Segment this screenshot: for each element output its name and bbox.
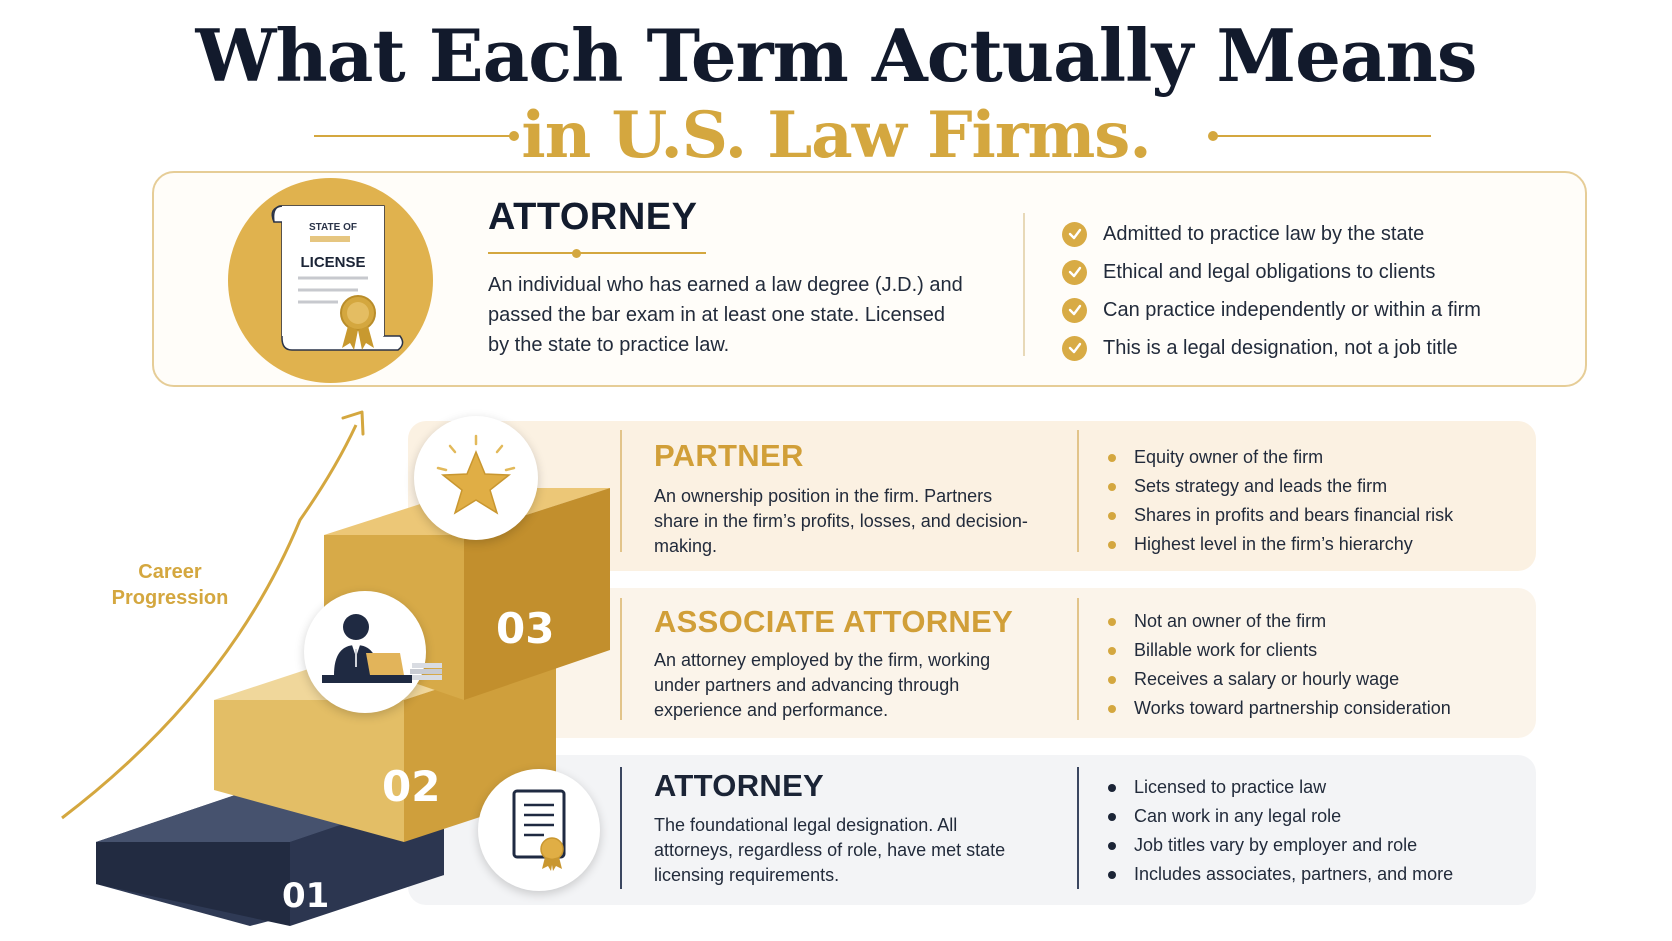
bullet-item: Equity owner of the firm	[1108, 443, 1453, 472]
document-seal-icon	[512, 789, 566, 871]
bullet-dot	[1108, 704, 1116, 713]
bullet-dot	[1108, 617, 1116, 626]
checklist-item: Can practice independently or within a f…	[1062, 291, 1481, 329]
bullet-dot	[1108, 453, 1116, 462]
title-dot-left	[509, 131, 519, 141]
bullet-item: Receives a salary or hourly wage	[1108, 665, 1451, 694]
bullet-text: Can work in any legal role	[1134, 806, 1342, 826]
license-certificate-icon	[271, 205, 404, 351]
bullet-item: Includes associates, partners, and more	[1108, 860, 1453, 889]
license-state-label: STATE OF	[309, 222, 357, 233]
associate-divider-right	[1077, 598, 1079, 720]
star-icon	[436, 434, 516, 515]
partner-bullets: Equity owner of the firm Sets strategy a…	[1108, 443, 1453, 559]
bullet-dot	[1108, 812, 1116, 821]
title-rule-right	[1213, 135, 1431, 137]
associate-icon-circle	[304, 591, 442, 713]
attorney-divider-left	[620, 767, 622, 889]
title-rule-left	[314, 135, 514, 137]
associate-bullets: Not an owner of the firm Billable work f…	[1108, 607, 1451, 723]
associate-heading: ASSOCIATE ATTORNEY	[654, 604, 1014, 639]
bullet-text: Job titles vary by employer and role	[1134, 835, 1418, 855]
bullet-dot	[1108, 783, 1116, 792]
step-number-01: 01	[282, 876, 330, 916]
bullet-text: Shares in profits and bears financial ri…	[1134, 505, 1454, 525]
page-title: What Each Term Actually Means	[195, 13, 1478, 98]
step-number-02: 02	[382, 762, 441, 811]
bullet-dot	[1108, 646, 1116, 655]
bullet-dot	[1108, 870, 1116, 879]
bullet-item: Licensed to practice law	[1108, 773, 1453, 802]
heading-underline-dot	[572, 249, 581, 258]
bullet-item: Works toward partnership consideration	[1108, 694, 1451, 723]
arrow-up-icon	[61, 424, 358, 820]
partner-icon-circle	[414, 416, 538, 540]
page-subtitle: in U.S. Law Firms.	[521, 98, 1151, 173]
bullet-text: Equity owner of the firm	[1134, 447, 1324, 467]
bullet-dot	[1108, 675, 1116, 684]
bullet-text: Billable work for clients	[1134, 640, 1318, 660]
checklist-item: Ethical and legal obligations to clients	[1062, 253, 1481, 291]
bullet-item: Sets strategy and leads the firm	[1108, 472, 1453, 501]
bullet-dot	[1108, 540, 1116, 549]
step-number-03: 03	[496, 604, 555, 653]
bullet-item: Not an owner of the firm	[1108, 607, 1451, 636]
checklist-item: Admitted to practice law by the state	[1062, 215, 1481, 253]
bullet-item: Job titles vary by employer and role	[1108, 831, 1453, 860]
associate-description: An attorney employed by the firm, workin…	[654, 650, 991, 720]
bullet-dot	[1108, 841, 1116, 850]
attorney-tier-heading: ATTORNEY	[654, 768, 825, 803]
career-staircase	[61, 410, 610, 926]
check-icon	[1062, 335, 1087, 361]
attorney-tier-description: The foundational legal designation. All …	[654, 815, 1006, 885]
bullet-dot	[1108, 482, 1116, 491]
attorney-checklist: Admitted to practice law by the state Et…	[1062, 215, 1481, 367]
attorney-description: An individual who has earned a law degre…	[488, 274, 963, 356]
bullet-item: Can work in any legal role	[1108, 802, 1453, 831]
bullet-text: Licensed to practice law	[1134, 777, 1327, 797]
checklist-text: Admitted to practice law by the state	[1103, 222, 1425, 245]
associate-divider-left	[620, 598, 622, 720]
checklist-item: This is a legal designation, not a job t…	[1062, 329, 1481, 367]
check-icon	[1062, 297, 1087, 323]
attorney-heading: ATTORNEY	[488, 196, 698, 238]
bullet-text: Includes associates, partners, and more	[1134, 864, 1454, 884]
checklist-text: This is a legal designation, not a job t…	[1103, 336, 1458, 359]
checklist-text: Ethical and legal obligations to clients	[1103, 260, 1436, 283]
bullet-text: Highest level in the firm’s hierarchy	[1134, 534, 1413, 554]
heading-underline	[488, 252, 706, 254]
bullet-text: Receives a salary or hourly wage	[1134, 669, 1400, 689]
check-icon	[1062, 259, 1087, 285]
card-divider	[1023, 213, 1025, 356]
bullet-text: Not an owner of the firm	[1134, 611, 1327, 631]
license-badge: STATE OF LICENSE	[228, 178, 433, 383]
partner-divider-right	[1077, 430, 1079, 552]
bullet-item: Shares in profits and bears financial ri…	[1108, 501, 1453, 530]
partner-heading: PARTNER	[654, 438, 804, 473]
career-progression-label: Career Progression	[111, 561, 229, 609]
license-label: LICENSE	[300, 254, 366, 271]
bullet-item: Billable work for clients	[1108, 636, 1451, 665]
attorney-divider-right	[1077, 767, 1079, 889]
checklist-text: Can practice independently or within a f…	[1103, 298, 1481, 321]
attorney-icon-circle	[478, 769, 600, 891]
bullet-dot	[1108, 511, 1116, 520]
partner-divider-left	[620, 430, 622, 552]
bullet-text: Works toward partnership consideration	[1134, 698, 1451, 718]
attorney-bullets: Licensed to practice law Can work in any…	[1108, 773, 1453, 889]
partner-description: An ownership position in the firm. Partn…	[654, 486, 1028, 556]
bullet-text: Sets strategy and leads the firm	[1134, 476, 1388, 496]
person-laptop-icon	[322, 614, 442, 683]
bullet-item: Highest level in the firm’s hierarchy	[1108, 530, 1453, 559]
check-icon	[1062, 221, 1087, 247]
